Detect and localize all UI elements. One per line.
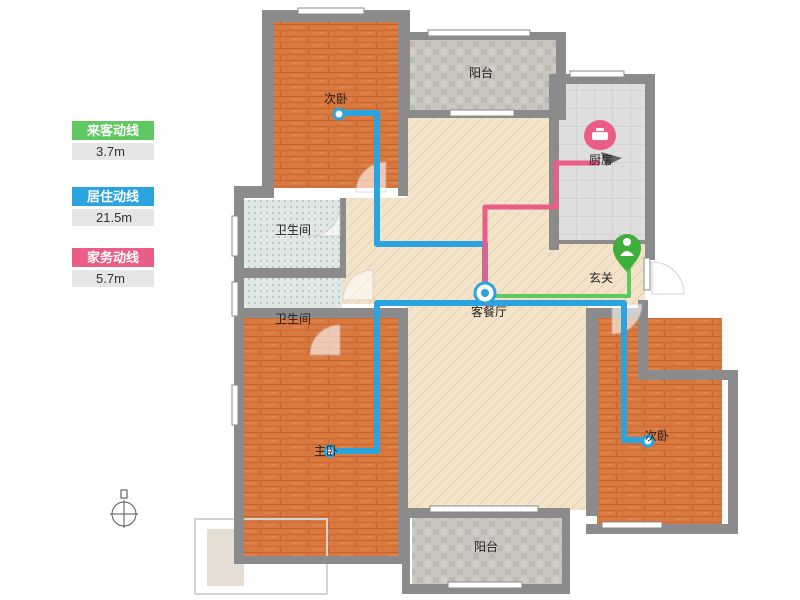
balcony-bottom-floor [412,518,562,584]
legend-living-value: 21.5m [72,209,154,226]
dining-floor [406,118,551,304]
route-endpoint-bedroom-right [641,434,655,448]
chores-route [482,160,601,306]
legend-guest-label: 来客动线 [72,121,154,140]
circle-node-icon [473,281,497,305]
person-location-pin-icon [613,234,641,272]
label-bathroom-2: 卫生间 [275,312,311,326]
label-bedroom-top: 次卧 [324,92,348,106]
label-master-bedroom: 主卧 [314,444,338,458]
label-balcony-top: 阳台 [469,65,493,80]
label-entrance: 玄关 [589,270,613,285]
guest-route [489,262,631,298]
balcony-top-floor [406,40,556,112]
label-bedroom-right: 次卧 [645,429,669,443]
label-living-dining: 客餐厅 [471,304,507,319]
legend-guest: 来客动线 3.7m [72,121,154,160]
cooking-pot-icon [584,120,622,166]
label-kitchen: 厨房 [589,152,613,167]
legend-chores: 家务动线 5.7m [72,248,154,287]
legend-guest-value: 3.7m [72,143,154,160]
north-compass-icon [110,489,138,528]
living-floor [406,304,589,510]
legend-chores-label: 家务动线 [72,248,154,267]
legend-living-label: 居住动线 [72,187,154,206]
legend-living: 居住动线 21.5m [72,187,154,226]
windows [231,7,663,589]
label-balcony-bottom: 阳台 [474,539,498,554]
living-route-bottom [327,300,651,454]
route-endpoint-master [323,444,337,458]
label-bathroom-1: 卫生间 [275,223,311,237]
bedroom-right-floor [597,318,722,524]
legend-chores-value: 5.7m [72,270,154,287]
route-endpoint-bedroom-top [332,107,346,121]
